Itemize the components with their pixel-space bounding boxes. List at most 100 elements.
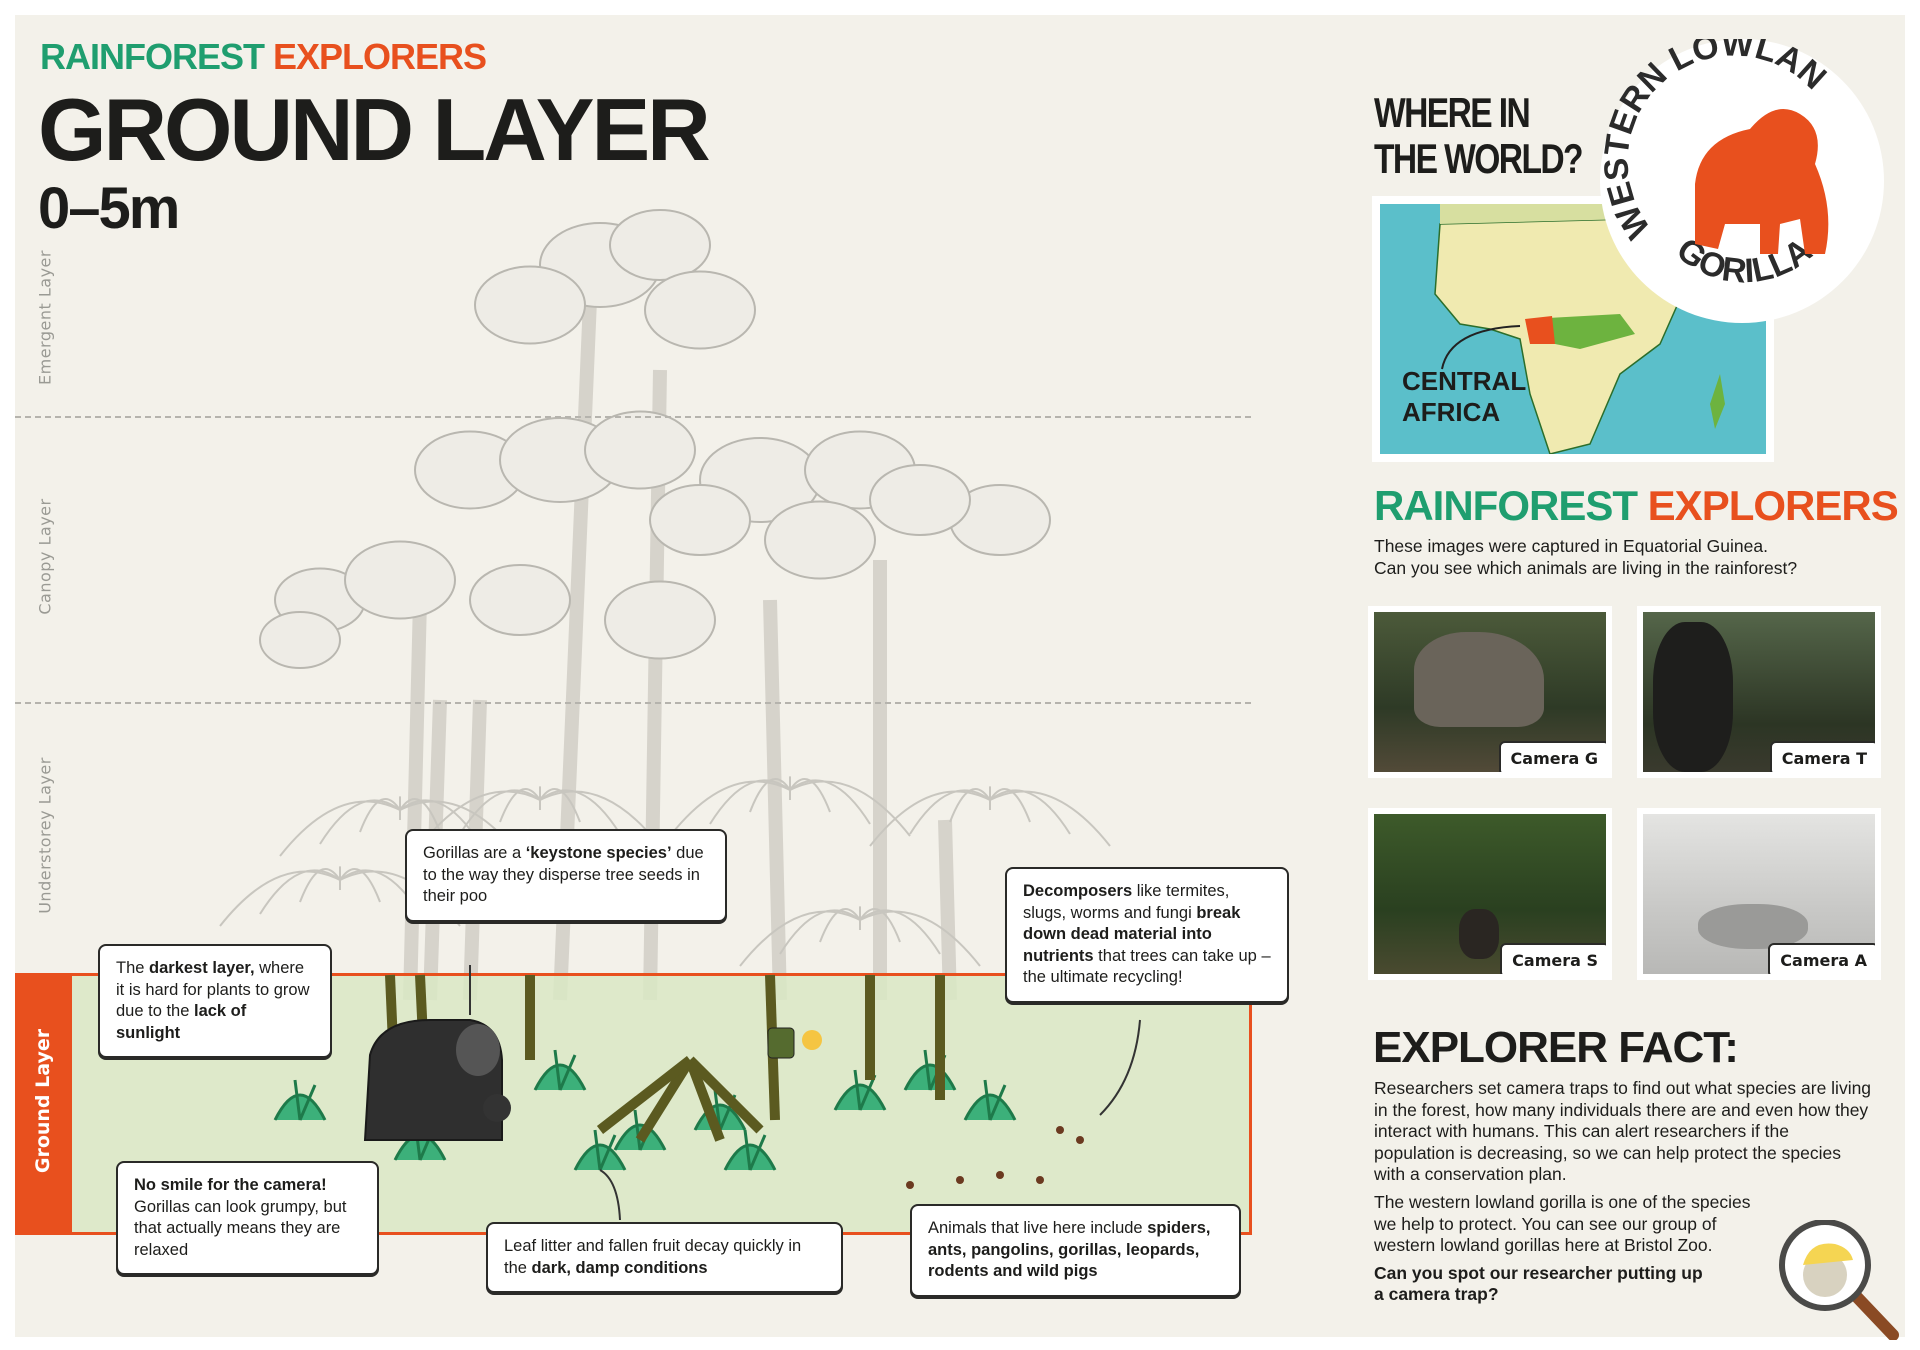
central-africa-highlight: [1525, 316, 1555, 344]
callout-darkest-layer: The darkest layer, where it is hard for …: [98, 944, 332, 1058]
brand-word-1: RAINFOREST: [40, 36, 265, 77]
tree-canopy: [644, 270, 756, 350]
brand-title: RAINFOREST EXPLORERS: [40, 36, 487, 78]
ant-icon: [906, 1181, 914, 1189]
camera-photo-t[interactable]: Camera T: [1637, 606, 1881, 778]
camera-label: Camera S: [1500, 943, 1606, 974]
tree-canopy: [474, 265, 586, 345]
mandrill-image: [1459, 909, 1499, 959]
fact-heading: EXPLORER FACT:: [1373, 1023, 1739, 1072]
camera-photo-s[interactable]: Camera S: [1368, 808, 1612, 980]
ant-icon: [996, 1171, 1004, 1179]
palm-frond: [859, 910, 981, 967]
camera-photo-g[interactable]: Camera G: [1368, 606, 1612, 778]
ground-tree-trunk: [635, 1057, 695, 1143]
callout-animals: Animals that live here include spiders, …: [910, 1204, 1241, 1297]
palm-frond: [539, 789, 621, 835]
layer-divider: [15, 702, 1251, 704]
forest-illustration: [219, 209, 1111, 1001]
palm-frond: [259, 869, 341, 915]
plant-leaf: [903, 1049, 957, 1091]
badge-text-bottom: GORILLA: [1670, 230, 1819, 290]
arrow: [1099, 1019, 1141, 1116]
camera-label: Camera T: [1769, 741, 1875, 772]
plant-leaf: [573, 1129, 627, 1171]
palm-frond: [859, 909, 941, 955]
researcher-with-camera-icon: [767, 1027, 822, 1059]
tree-canopy: [869, 464, 971, 536]
palm-frond: [219, 870, 341, 927]
palm-frond: [299, 868, 341, 903]
leopard-image: [1698, 904, 1808, 949]
gorilla-silhouette-icon: [1695, 109, 1829, 254]
fact-question: Can you spot our researcher putting up a…: [1374, 1262, 1703, 1305]
palm-frond: [989, 790, 1111, 847]
palm-frond: [989, 789, 1071, 835]
plant-leaf: [533, 1049, 587, 1091]
plant-leaf: [723, 1129, 777, 1171]
tree-canopy: [259, 611, 341, 669]
plant-leaf: [963, 1079, 1017, 1121]
gorilla-image: [1653, 622, 1733, 772]
palm-frond: [359, 798, 401, 833]
palm-frond: [499, 788, 541, 823]
palm-frond: [279, 800, 401, 857]
fact-body: Researchers set camera traps to find out…: [1374, 1078, 1874, 1306]
palm-frond: [869, 790, 991, 847]
callout-leaf-litter: Leaf litter and fallen fruit decay quick…: [486, 1222, 843, 1293]
explorers-title: RAINFOREST EXPLORERS: [1374, 482, 1899, 529]
gorilla-badge: WESTERN LOWLAND GORILLA: [1588, 9, 1884, 323]
tree-canopy: [609, 209, 711, 281]
tree-canopy: [344, 540, 456, 620]
camera-photo-a[interactable]: Camera A: [1637, 808, 1881, 980]
page-title: GROUND LAYER: [38, 80, 711, 179]
tree-canopy: [469, 564, 571, 636]
rainforest-region: [1530, 314, 1635, 349]
svg-text:GORILLA: GORILLA: [1670, 230, 1819, 290]
tree-trunk: [938, 819, 957, 1001]
callout-no-smile: No smile for the camera! Gorillas can lo…: [116, 1161, 379, 1275]
ant-icon: [1036, 1176, 1044, 1184]
palm-frond: [789, 780, 911, 837]
plant-leaf: [273, 1079, 327, 1121]
gorilla-illustration: [363, 1019, 511, 1141]
ant-icon: [956, 1176, 964, 1184]
elephant-image: [1414, 632, 1544, 727]
ant-icon: [1076, 1136, 1084, 1144]
tree-canopy: [584, 410, 696, 490]
ant-icon: [1056, 1126, 1064, 1134]
camera-label: Camera G: [1498, 741, 1606, 772]
layer-divider: [15, 416, 1251, 418]
palm-frond: [749, 778, 791, 813]
palm-frond: [789, 779, 871, 825]
explorers-intro: These images were captured in Equatorial…: [1374, 536, 1798, 578]
tree-canopy: [764, 500, 876, 580]
camera-label: Camera A: [1768, 943, 1875, 974]
ground-tree-trunk: [596, 1056, 694, 1134]
fact-paragraph-2: The western lowland gorilla is one of th…: [1374, 1191, 1751, 1256]
palm-frond: [319, 799, 401, 845]
palm-frond: [909, 789, 991, 835]
palm-frond: [949, 788, 991, 823]
callout-decomposers: Decomposers like termites, slugs, worms …: [1005, 867, 1289, 1003]
ground-layer-tab: [15, 973, 72, 1235]
palm-frond: [779, 909, 861, 955]
plant-leaf: [833, 1069, 887, 1111]
tree-canopy: [649, 484, 751, 556]
arrow: [599, 1169, 621, 1221]
palm-frond: [669, 780, 791, 837]
brand-word-2: EXPLORERS: [273, 36, 487, 77]
fact-paragraph-1: Researchers set camera traps to find out…: [1374, 1078, 1872, 1185]
tree-canopy: [604, 580, 716, 660]
height-range: 0–5m: [38, 176, 180, 241]
arrow: [1441, 325, 1521, 370]
tree-trunk: [763, 599, 787, 1001]
callout-keystone-species: Gorillas are a ‘keystone species’ due to…: [405, 829, 727, 922]
palm-frond: [739, 910, 861, 967]
palm-frond: [709, 779, 791, 825]
palm-frond: [459, 789, 541, 835]
palm-frond: [819, 908, 861, 943]
ground-illustration: [273, 965, 1141, 1221]
